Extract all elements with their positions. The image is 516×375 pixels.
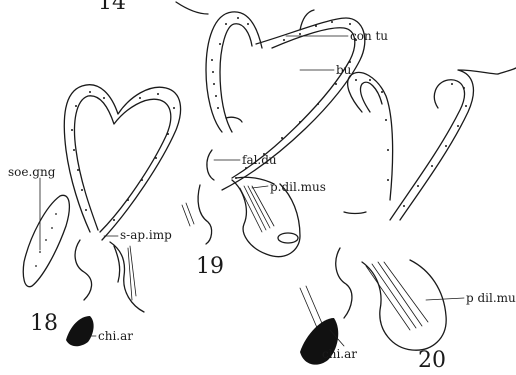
figure-19-drawing bbox=[176, 2, 365, 257]
figure-19-stipple bbox=[211, 17, 357, 179]
chitinous-armature-18 bbox=[66, 316, 94, 346]
label-chi-ar-18: chi.ar bbox=[98, 330, 133, 342]
label-soe-gng: soe.gng bbox=[8, 166, 55, 178]
label-p-dil-mus-19: p.dil.mus bbox=[270, 181, 326, 193]
label-s-ap-imp: s-ap.imp bbox=[120, 229, 172, 241]
ganglion-stipple bbox=[35, 213, 57, 267]
figure-18-stipple bbox=[71, 91, 175, 221]
leader-lines bbox=[40, 36, 464, 346]
figure-number-19: 19 bbox=[196, 256, 224, 278]
figure-20-stipple bbox=[355, 79, 467, 207]
figure-number-14: 14 bbox=[98, 0, 126, 14]
figure-20-drawing bbox=[300, 68, 516, 365]
label-con-tu: con tu bbox=[350, 30, 388, 42]
label-chi-ar-20: chi.ar bbox=[322, 348, 357, 360]
figure-number-20: 20 bbox=[418, 350, 446, 372]
label-p-dil-mus-20: p dil.mus bbox=[466, 292, 516, 304]
label-bu: bu bbox=[336, 64, 351, 76]
figure-number-18: 18 bbox=[30, 313, 58, 335]
label-fal-du: fal.du bbox=[242, 154, 277, 166]
figure-18-drawing bbox=[23, 85, 180, 347]
